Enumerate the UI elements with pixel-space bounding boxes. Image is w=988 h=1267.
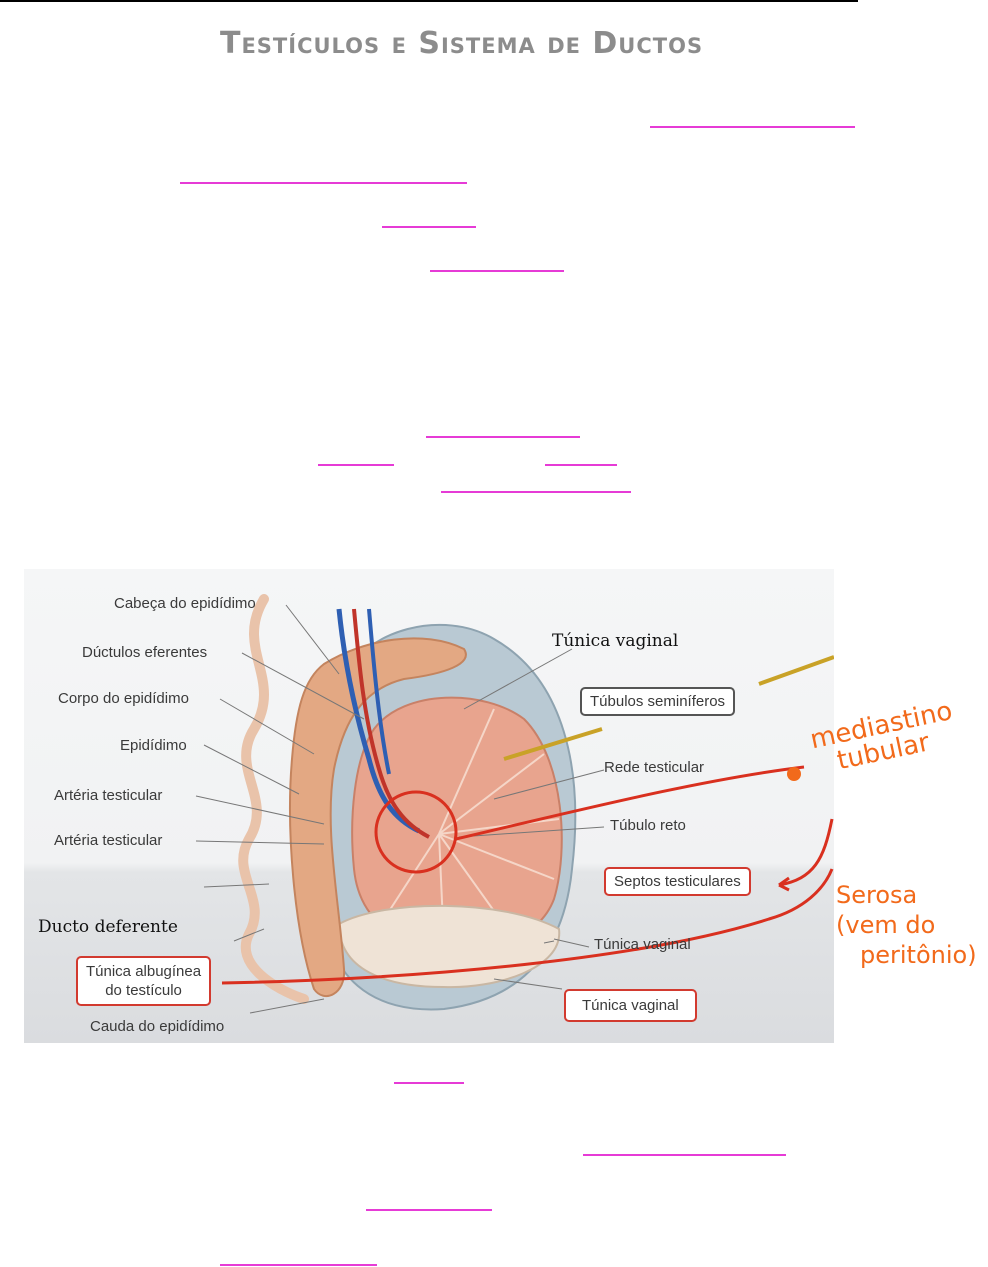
label-cabeca-epididimo: Cabeça do epidídimo bbox=[114, 595, 256, 612]
label-ductulos-eferentes: Dúctulos eferentes bbox=[82, 644, 208, 661]
label-septos-testiculares: Septos testiculares bbox=[604, 867, 751, 896]
highlight-underline bbox=[180, 182, 467, 184]
label-epididimo: Epidídimo bbox=[120, 737, 187, 754]
highlight-underline bbox=[545, 464, 617, 466]
highlight-underline bbox=[426, 436, 580, 438]
highlight-underline bbox=[318, 464, 394, 466]
label-arteria-testicular-2: Artéria testicular bbox=[54, 832, 163, 849]
label-tubulo-reto: Túbulo reto bbox=[610, 817, 686, 834]
label-rede-testicular: Rede testicular bbox=[604, 759, 705, 776]
testis-diagram: Cabeça do epidídimo Dúctulos eferentes C… bbox=[24, 569, 834, 1043]
label-tunica-vaginal-mid: Túnica vaginal bbox=[594, 936, 691, 953]
highlight-underline bbox=[394, 1082, 464, 1084]
highlight-underline bbox=[583, 1154, 786, 1156]
label-cauda-epididimo: Cauda do epidídimo bbox=[90, 1018, 225, 1035]
label-corpo-epididimo: Corpo do epidídimo bbox=[58, 690, 189, 707]
label-tunica-vaginal-bottom: Túnica vaginal bbox=[564, 989, 697, 1022]
highlight-underline bbox=[382, 226, 476, 228]
label-arteria-testicular-1: Artéria testicular bbox=[54, 787, 163, 804]
highlight-underline bbox=[366, 1209, 492, 1211]
page-title: Testículos e Sistema de Ductos bbox=[220, 26, 704, 61]
label-tunica-albuginea: Túnica albugínea do testículo bbox=[76, 956, 212, 1006]
handwritten-serosa: Serosa (vem do peritônio) bbox=[836, 881, 977, 969]
highlight-underline bbox=[220, 1264, 377, 1266]
label-tubulos-seminiferos: Túbulos seminíferos bbox=[580, 687, 736, 716]
highlight-underline bbox=[441, 491, 631, 493]
top-rule bbox=[0, 0, 858, 2]
highlight-underline bbox=[650, 126, 855, 128]
label-tunica-vaginal-top: Túnica vaginal bbox=[552, 631, 679, 651]
highlight-underline bbox=[430, 270, 564, 272]
label-ducto-deferente: Ducto deferente bbox=[38, 917, 178, 937]
